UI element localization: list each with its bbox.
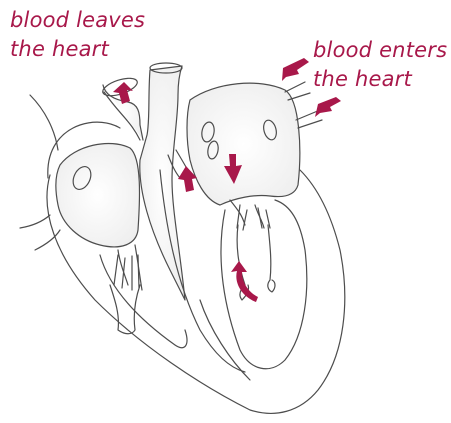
pulmonary-vein-4 xyxy=(298,120,322,128)
right-papillary xyxy=(110,285,140,334)
right-chordae xyxy=(114,255,139,290)
heart-outline xyxy=(20,63,345,413)
left-vessel-lower-2 xyxy=(20,215,50,228)
right-ventricle-apex xyxy=(200,300,250,380)
left-papillary-2 xyxy=(268,225,275,292)
aorta xyxy=(140,66,185,300)
arrow-vein-in-lower xyxy=(315,97,341,117)
pulmonary-vein-1 xyxy=(285,82,305,92)
left-atrium xyxy=(187,83,300,205)
left-ventricle-inner xyxy=(221,200,307,369)
right-atrium xyxy=(56,143,140,246)
left-branch xyxy=(30,95,58,150)
arrow-vein-in-upper xyxy=(282,58,309,81)
